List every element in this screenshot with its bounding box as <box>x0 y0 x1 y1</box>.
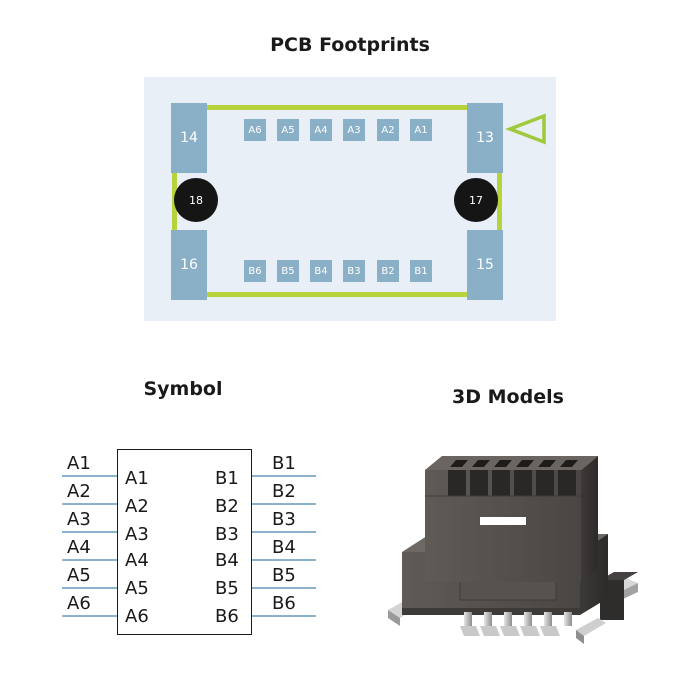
symbol-body <box>117 449 252 635</box>
pad-a3: A3 <box>343 119 365 141</box>
symbol-left-pin-label: A6 <box>67 593 91 614</box>
symbol-left-pin-name: A3 <box>125 524 149 545</box>
pad-a5: A5 <box>277 119 299 141</box>
symbol-left-pin-name: A5 <box>125 578 149 599</box>
symbol-right-pin-name: B1 <box>215 468 239 489</box>
symbol-left-pin-label: A2 <box>67 481 91 502</box>
symbol-pin-line <box>252 559 316 561</box>
silkscreen-right-edge <box>497 105 502 297</box>
symbol-pin-line <box>62 475 117 477</box>
pcb-footprints-title: PCB Footprints <box>270 34 430 56</box>
symbol-left-pin-label: A1 <box>67 453 91 474</box>
symbol-right-pin-label: B1 <box>272 453 296 474</box>
symbol-pin-line <box>252 531 316 533</box>
pad-a4: A4 <box>310 119 332 141</box>
pad-b2: B2 <box>377 260 399 282</box>
silkscreen-top-edge <box>172 105 502 110</box>
symbol-right-pin-name: B6 <box>215 606 239 627</box>
symbol-pin-line <box>252 503 316 505</box>
pad-a6: A6 <box>244 119 266 141</box>
symbol-pin-line <box>62 503 117 505</box>
hole-18: 18 <box>174 178 218 222</box>
symbol-pin-line <box>62 531 117 533</box>
symbol-right-pin-label: B6 <box>272 593 296 614</box>
symbol-title: Symbol <box>143 378 223 400</box>
symbol-left-pin-name: A6 <box>125 606 149 627</box>
pad-b6: B6 <box>244 260 266 282</box>
symbol-right-pin-name: B4 <box>215 550 239 571</box>
symbol-pin-line <box>252 587 316 589</box>
pad-15: 15 <box>467 230 503 300</box>
pcb-footprint-board: 14 13 16 15 18 17 A6 A5 A4 A3 A2 A1 B6 B… <box>144 77 556 321</box>
pad-b4: B4 <box>310 260 332 282</box>
pad-16: 16 <box>171 230 207 300</box>
pad-14: 14 <box>171 103 207 173</box>
symbol-right-pin-name: B5 <box>215 578 239 599</box>
symbol-left-pin-name: A4 <box>125 550 149 571</box>
pad-b3: B3 <box>343 260 365 282</box>
symbol-pin-line <box>252 615 316 617</box>
symbol-left-pin-label: A3 <box>67 509 91 530</box>
pad-b5: B5 <box>277 260 299 282</box>
pad-a1: A1 <box>410 119 432 141</box>
3d-models-title: 3D Models <box>452 386 564 408</box>
symbol-pin-line <box>62 587 117 589</box>
symbol-right-pin-label: B4 <box>272 537 296 558</box>
silkscreen-bottom-edge <box>172 292 502 297</box>
symbol-pin-line <box>252 475 316 477</box>
connector-3d-model <box>388 456 638 644</box>
symbol-right-pin-name: B3 <box>215 524 239 545</box>
pad-13: 13 <box>467 103 503 173</box>
symbol-right-pin-name: B2 <box>215 496 239 517</box>
hole-17: 17 <box>454 178 498 222</box>
symbol-right-pin-label: B2 <box>272 481 296 502</box>
symbol-pin-line <box>62 615 117 617</box>
symbol-pin-line <box>62 559 117 561</box>
symbol-left-pin-label: A4 <box>67 537 91 558</box>
symbol-left-pin-name: A2 <box>125 496 149 517</box>
symbol-left-pin-name: A1 <box>125 468 149 489</box>
symbol-left-pin-label: A5 <box>67 565 91 586</box>
pin-one-marker-icon <box>505 113 546 145</box>
pad-b1: B1 <box>410 260 432 282</box>
symbol-right-pin-label: B3 <box>272 509 296 530</box>
pad-a2: A2 <box>377 119 399 141</box>
symbol-right-pin-label: B5 <box>272 565 296 586</box>
